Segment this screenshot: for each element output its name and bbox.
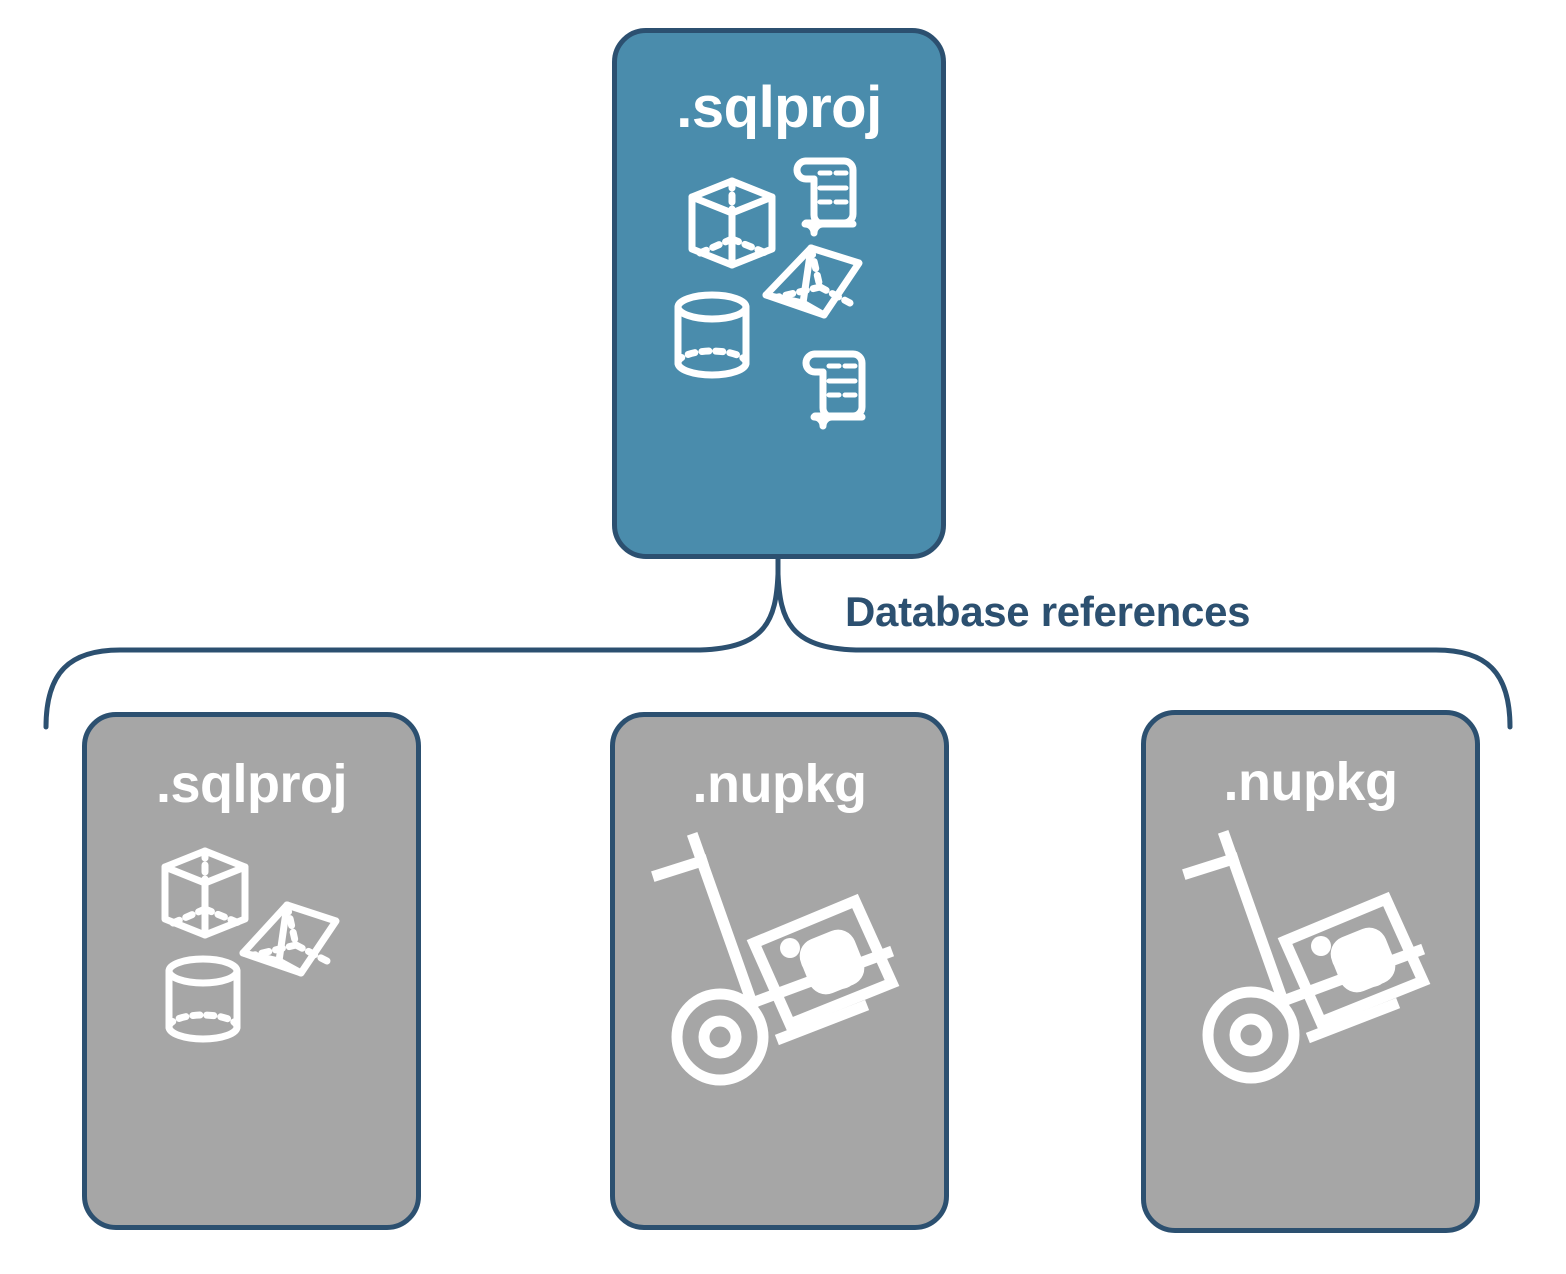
cube-icon xyxy=(688,177,776,269)
node-sqlproj-reference[interactable]: .sqlproj xyxy=(82,712,421,1230)
nuget-package-icon-group xyxy=(615,825,944,1225)
cylinder-icon xyxy=(165,955,240,1043)
node-nupkg-reference-2[interactable]: .nupkg xyxy=(1141,710,1480,1233)
database-objects-icon-group xyxy=(617,145,941,554)
pyramid-icon xyxy=(762,244,863,319)
hand-truck-package-icon xyxy=(1181,829,1430,1084)
node-title: .nupkg xyxy=(692,754,867,814)
scroll-icon xyxy=(793,157,857,237)
node-title: .sqlproj xyxy=(676,75,882,140)
node-sqlproj-root[interactable]: .sqlproj xyxy=(612,28,946,559)
cylinder-icon xyxy=(674,291,750,379)
hand-truck-package-icon xyxy=(650,831,899,1086)
brace-label: Database references xyxy=(845,588,1251,635)
pyramid-icon xyxy=(239,901,339,977)
node-title: .nupkg xyxy=(1223,752,1398,812)
cube-icon xyxy=(161,847,248,939)
scroll-icon xyxy=(802,350,866,430)
node-nupkg-reference-1[interactable]: .nupkg xyxy=(610,712,949,1230)
nuget-package-icon-group xyxy=(1146,823,1475,1228)
database-objects-icon-group xyxy=(87,835,416,1225)
node-title: .sqlproj xyxy=(155,754,348,814)
